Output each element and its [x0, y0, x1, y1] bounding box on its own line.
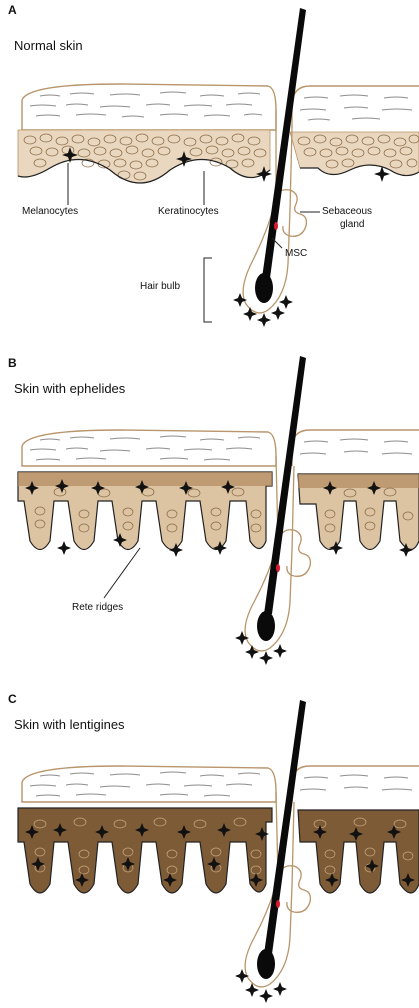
melanocyte-stem-cell — [276, 564, 280, 572]
sebaceous-gland — [280, 530, 310, 577]
label-melanocytes: Melanocytes — [22, 206, 78, 217]
sebaceous-gland — [280, 866, 310, 913]
melanocyte-stem-cell — [274, 222, 278, 230]
panel-normal-skin: A Normal skin — [0, 0, 419, 336]
label-msc: MSC — [285, 248, 307, 259]
panel-skin-with-ephelides: B Skin with ephelides — [0, 336, 419, 672]
hair-follicle — [235, 356, 306, 665]
leader-lines — [104, 548, 140, 598]
stratum-corneum — [22, 84, 419, 130]
hair-follicle — [235, 700, 306, 1003]
label-hair-bulb: Hair bulb — [140, 281, 180, 292]
skin-illustration — [0, 672, 419, 1008]
stratum-corneum — [22, 766, 419, 802]
stratum-corneum — [22, 430, 419, 466]
rete-ridges-epidermis — [18, 472, 419, 550]
label-sebaceous-line1: Sebaceous — [322, 206, 372, 217]
skin-illustration — [0, 336, 419, 672]
skin-illustration — [0, 0, 419, 336]
melanocyte-stem-cell — [276, 900, 280, 908]
panel-skin-with-lentigines: C Skin with lentigines — [0, 672, 419, 1008]
label-rete-ridges: Rete ridges — [72, 602, 123, 613]
keratinocyte-layer — [18, 130, 419, 183]
label-sebaceous-line2: gland — [340, 219, 364, 230]
label-keratinocytes: Keratinocytes — [158, 206, 219, 217]
